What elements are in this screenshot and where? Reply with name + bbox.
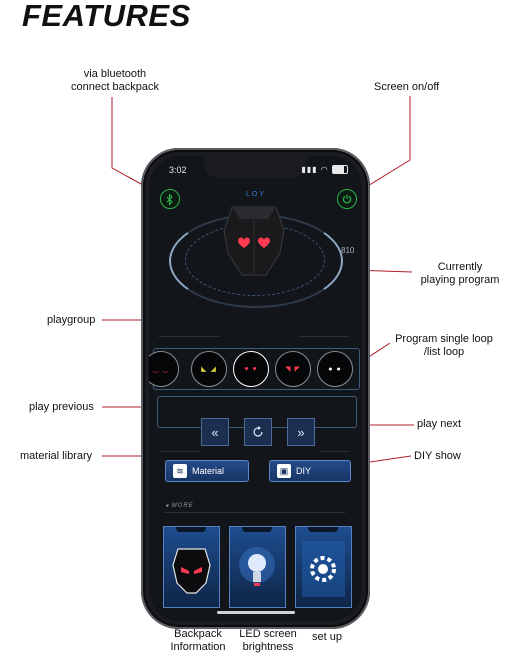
card-tab (308, 527, 338, 532)
divider-more (165, 512, 345, 513)
bluetooth-icon (166, 193, 173, 205)
wifi-icon: ◠ (320, 165, 329, 174)
eyes-icon: ‿ ‿ (152, 366, 170, 373)
card-tab (242, 527, 272, 532)
callout-led-brightness: LED screen brightness (239, 628, 297, 653)
phone-frame: 3:02 ▮▮▮ ◠ LOY 810 (141, 148, 370, 629)
gear-icon (302, 541, 345, 597)
divider-top (159, 336, 219, 337)
current-program-mask-preview[interactable] (222, 201, 286, 279)
callout-material-library: material library (20, 450, 93, 462)
line-screen-onoff (357, 96, 411, 193)
play-previous-button[interactable]: « (201, 418, 229, 446)
callout-backpack-info: Backpack Information (170, 628, 226, 653)
home-indicator (217, 611, 295, 614)
loop-icon (253, 426, 263, 437)
callout-playgroup: playgroup (47, 314, 96, 326)
playgroup-slot[interactable]: ◣ ◢ (191, 351, 227, 387)
diy-icon: ▣ (277, 464, 291, 478)
led-brightness-card[interactable] (229, 526, 286, 608)
material-button[interactable]: ≋ Material (165, 460, 249, 482)
callout-play-previous: play previous (29, 401, 94, 413)
card-tab (176, 527, 206, 532)
layers-icon: ≋ (173, 464, 187, 478)
callout-screen-onoff: Screen on/off (374, 81, 440, 93)
callout-set-up: set up (312, 631, 342, 643)
double-chevron-right-icon: » (297, 424, 305, 440)
playgroup-slot[interactable]: ‿ ‿ (149, 351, 179, 387)
settings-card[interactable] (295, 526, 352, 608)
power-icon (342, 194, 352, 204)
eyes-icon: ◣ ◢ (201, 366, 217, 373)
bluetooth-button[interactable] (160, 189, 180, 209)
hud-readout: 810 (341, 246, 355, 255)
helmet-icon (172, 548, 211, 594)
diy-button[interactable]: ▣ DIY (269, 460, 351, 482)
more-section-label: ◂ MORE (165, 503, 194, 509)
callout-loop: Program single loop /list loop (395, 333, 493, 358)
eyes-icon: ◥ ◤ (285, 366, 301, 373)
playgroup-slot[interactable]: ● ● (317, 351, 353, 387)
status-icons: ▮▮▮ ◠ (301, 165, 348, 175)
play-next-button[interactable]: » (287, 418, 315, 446)
app-screen: 3:02 ▮▮▮ ◠ LOY 810 (149, 156, 362, 621)
notch (204, 156, 307, 178)
status-time: 3:02 (169, 165, 187, 175)
backpack-info-card[interactable] (163, 526, 220, 608)
callout-diy-show: DIY show (414, 450, 461, 462)
power-button[interactable] (337, 189, 357, 209)
app-logo: LOY (246, 191, 267, 198)
callout-currently-playing: Currently playing program (420, 261, 500, 286)
battery-icon (332, 165, 348, 175)
divider-mid (159, 451, 199, 452)
page-heading: FEATURES (22, 0, 191, 33)
callout-bluetooth: via bluetooth connect backpack (70, 68, 160, 93)
eyes-icon: ● ● (328, 365, 342, 373)
playgroup-slot[interactable]: ♥ ♥ (233, 351, 269, 387)
loop-mode-button[interactable] (244, 418, 272, 446)
playgroup-slot[interactable]: ◥ ◤ (275, 351, 311, 387)
callout-play-next: play next (417, 418, 462, 430)
divider-top-right (299, 336, 349, 337)
signal-icon: ▮▮▮ (301, 165, 318, 174)
double-chevron-left-icon: « (211, 424, 219, 440)
material-label: Material (192, 466, 225, 476)
line-bluetooth (111, 97, 153, 191)
diy-label: DIY (296, 466, 312, 476)
divider-mid-right (319, 451, 349, 452)
heart-eyes-icon: ♥ ♥ (244, 365, 258, 373)
lightbulb-icon (239, 547, 275, 586)
